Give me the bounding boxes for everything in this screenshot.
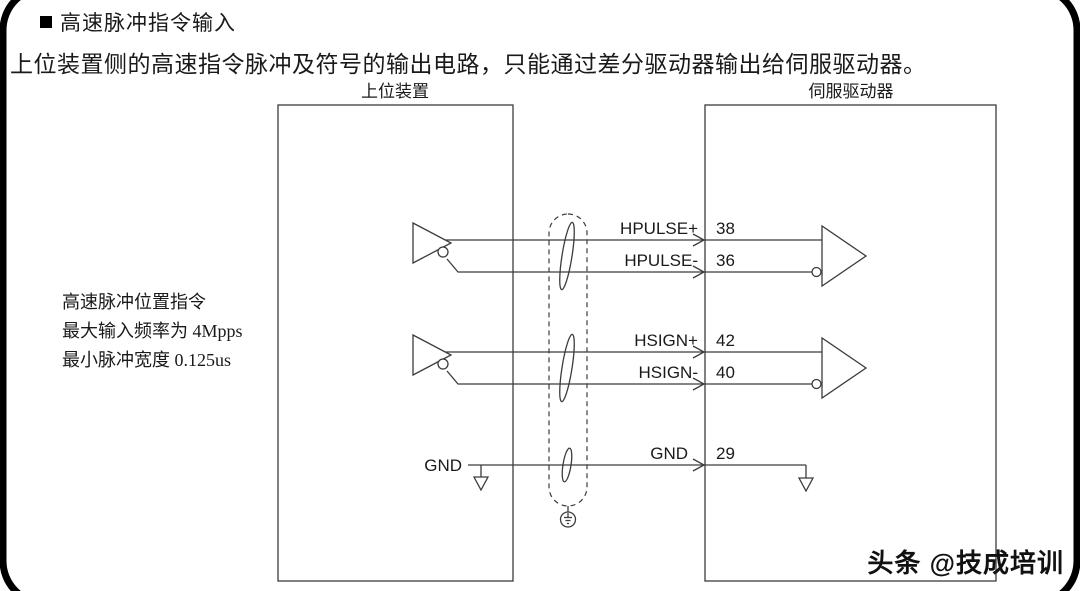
- receiver-bubble-hpulse-icon: [811, 266, 822, 278]
- twist-icon-hpulse: [559, 221, 575, 291]
- arrowhead-hpulse-minus: [692, 265, 706, 279]
- signal-label: HSIGN+: [634, 331, 698, 350]
- receiver-symbol-hpulse: [821, 224, 868, 288]
- shield-earth-marks-icon: [564, 513, 572, 525]
- wire-hpulse-minus: [446, 258, 812, 273]
- pin-number: 36: [716, 251, 735, 270]
- wire-hsign-minus: [446, 370, 812, 385]
- gnd-arrow-right-icon: [797, 477, 815, 493]
- host-device-label: 上位装置: [361, 82, 429, 101]
- gnd-label-left: GND: [424, 456, 462, 475]
- description-text: 上位装置侧的高速指令脉冲及符号的输出电路，只能通过差分驱动器输出给伺服驱动器。: [10, 52, 927, 77]
- arrowhead-hsign-minus: [692, 377, 706, 391]
- note-line: 最大输入频率为 4Mpps: [62, 321, 243, 341]
- note-line: 高速脉冲位置指令: [62, 292, 206, 312]
- servo-drive-label: 伺服驱动器: [809, 82, 894, 101]
- watermark-text: 头条 @技成培训: [867, 548, 1064, 578]
- section-title: 高速脉冲指令输入: [60, 11, 236, 35]
- driver-bubble-hsign-icon: [437, 358, 449, 370]
- pulse-spec-note: 高速脉冲位置指令 最大输入频率为 4Mpps 最小脉冲宽度 0.125us: [62, 288, 243, 375]
- pin-number: 42: [716, 331, 735, 350]
- note-line: 最小脉冲宽度 0.125us: [62, 350, 232, 370]
- signal-label: HSIGN-: [639, 363, 699, 382]
- gnd-label-right: GND: [650, 444, 688, 463]
- twist-icon-gnd: [561, 447, 573, 483]
- pin-number: 40: [716, 363, 735, 382]
- twist-icon-hsign: [559, 333, 575, 403]
- square-bullet-icon: [40, 16, 52, 28]
- shielded-cable-outline-icon: [548, 213, 588, 507]
- receiver-symbol-hsign: [821, 336, 868, 400]
- signal-label: HPULSE+: [620, 219, 698, 238]
- pin-number: 29: [716, 444, 735, 463]
- arrowhead-hpulse-plus: [692, 233, 706, 247]
- servo-drive-box: [704, 104, 997, 582]
- signal-label: HPULSE-: [624, 251, 698, 270]
- arrowhead-hsign-plus: [692, 345, 706, 359]
- receiver-bubble-hsign-icon: [811, 378, 822, 390]
- driver-symbol-hpulse: [412, 221, 453, 265]
- driver-bubble-hpulse-icon: [437, 246, 449, 258]
- driver-symbol-hsign: [412, 333, 453, 377]
- shield-earth-icon: [559, 511, 577, 528]
- arrowhead-gnd: [692, 458, 706, 472]
- pin-number: 38: [716, 219, 735, 238]
- gnd-arrow-left-icon: [472, 476, 490, 492]
- section-title-row: 高速脉冲指令输入: [40, 7, 236, 37]
- host-device-box: [277, 104, 514, 582]
